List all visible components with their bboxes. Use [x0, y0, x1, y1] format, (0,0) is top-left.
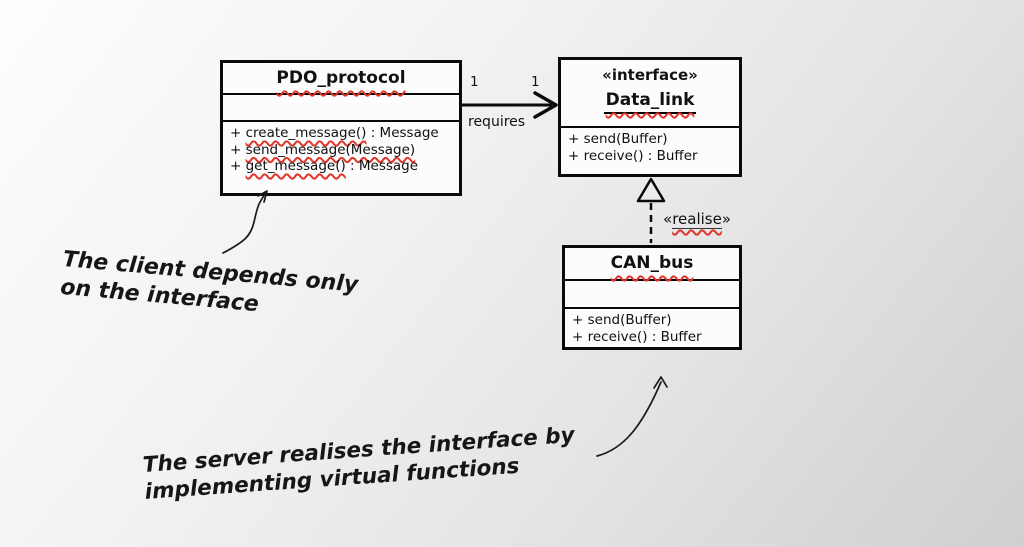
realise-relation-label: «realise» — [663, 210, 732, 229]
guillemet-close: » — [721, 210, 732, 228]
method-prefix: + — [230, 158, 246, 174]
method-line: + receive() : Buffer — [568, 147, 698, 164]
interface-box-data-link: «interface» Data_link + send(Buffer) + r… — [558, 57, 742, 177]
annotation-client-note: The client depends only on the interface — [59, 246, 359, 328]
class-title-pdo-protocol: PDO_protocol — [223, 63, 459, 95]
compartment-separator — [565, 307, 739, 309]
realization-triangle-arrowhead-icon — [636, 177, 666, 203]
methods-compartment: + create_message() : Message + send_mess… — [223, 122, 459, 175]
requires-relation-label: requires — [468, 114, 526, 130]
requires-open-arrowhead-icon — [533, 91, 558, 119]
method-suffix: : Message — [366, 125, 439, 141]
class-box-pdo-protocol: PDO_protocol + create_message() : Messag… — [220, 60, 462, 196]
server-note-arrowhead-icon — [653, 376, 668, 389]
attributes-compartment-empty — [223, 95, 459, 120]
methods-compartment: + send(Buffer) + receive() : Buffer — [561, 128, 739, 164]
interface-stereotype: «interface» — [602, 66, 698, 84]
method-name: send_message(Message) — [245, 141, 416, 158]
method-name: create_message() — [245, 125, 367, 141]
method-line: + receive() : Buffer — [572, 328, 702, 345]
class-box-can-bus: CAN_bus + send(Buffer) + receive() : Buf… — [562, 245, 742, 350]
method-line: + send_message(Message) — [230, 142, 453, 159]
compartment-separator — [223, 120, 459, 122]
guillemet-open: « — [663, 210, 673, 228]
method-line: + send(Buffer) — [572, 312, 672, 328]
method-line: + send(Buffer) — [568, 131, 668, 147]
client-note-arrow-curve — [222, 192, 267, 254]
realise-word: realise — [672, 210, 722, 229]
server-note-arrow-curve — [596, 381, 662, 457]
methods-compartment: + send(Buffer) + receive() : Buffer — [565, 309, 739, 345]
class-name-data-link: Data_link — [603, 88, 697, 114]
compartment-separator — [561, 126, 739, 128]
multiplicity-target-label: 1 — [531, 74, 540, 90]
class-name-pdo-protocol: PDO_protocol — [274, 63, 408, 95]
method-line: + create_message() : Message — [230, 125, 453, 142]
class-title-data-link: Data_link — [561, 84, 739, 126]
multiplicity-source-label: 1 — [470, 74, 479, 90]
method-prefix: + — [230, 141, 246, 158]
method-suffix: : Message — [345, 158, 419, 174]
method-name: get_message() — [245, 158, 346, 174]
attributes-compartment-empty — [565, 281, 739, 307]
class-name-can-bus: CAN_bus — [608, 248, 696, 281]
method-line: + get_message() : Message — [230, 158, 453, 175]
class-title-can-bus: CAN_bus — [565, 248, 739, 281]
method-prefix: + — [230, 125, 246, 141]
annotation-server-note: The server realises the interface by imp… — [142, 422, 577, 506]
